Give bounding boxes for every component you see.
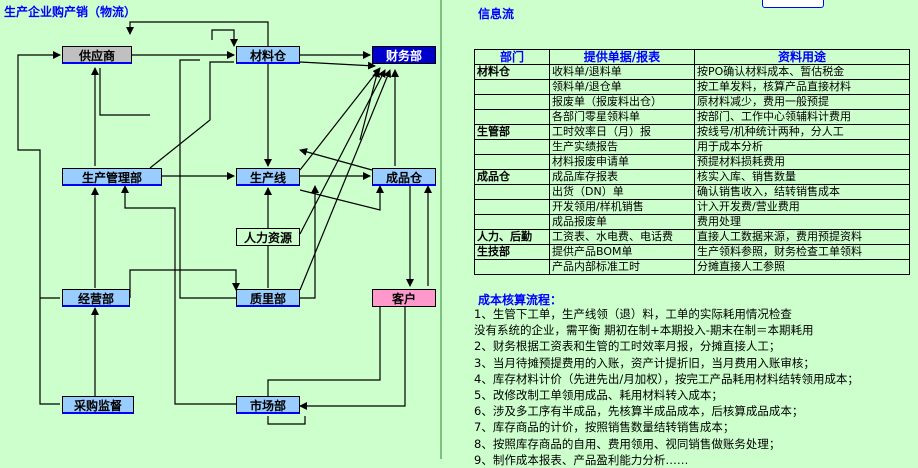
table-cell-usage: 确认销售收入，结转销售成本 — [694, 184, 910, 200]
table-cell-dept: 材料仓 — [474, 64, 550, 80]
table-cell-dept — [474, 79, 550, 95]
table-row: 生技部提供产品BOM单生产领料参照，财务检查工单领料 — [474, 244, 910, 260]
table-cell-dept — [474, 214, 550, 230]
table-cell-usage: 预提材料损耗费用 — [694, 154, 910, 170]
table-row: 各部门零星领料单按部门、工作中心领辅料计费用 — [474, 109, 910, 125]
table-cell-usage: 按PO确认材料成本、暂估税金 — [694, 64, 910, 80]
table-row: 成品仓成品库存报表核实入库、销售数量 — [474, 169, 910, 185]
cost-item: 没有系统的企业，需平衡 期初在制+本期投入-期末在制＝本期耗用 — [474, 323, 814, 338]
table-row: 产品内部标准工时分摊直接人工参照 — [474, 259, 910, 275]
table-cell-doc: 材料报废申请单 — [549, 154, 695, 170]
top-badge — [762, 0, 824, 8]
node-purchasing[interactable]: 采购监督 — [62, 396, 134, 414]
node-hr[interactable]: 人力资源 — [236, 228, 300, 246]
node-production-line[interactable]: 生产线 — [236, 168, 300, 186]
flow-arrows — [17, 21, 432, 425]
table-cell-doc: 报废单（报废料出仓） — [549, 94, 695, 110]
node-market[interactable]: 市场部 — [236, 396, 300, 414]
node-customer[interactable]: 客户 — [372, 289, 436, 307]
logistics-title: 生产企业购产销（物流） — [4, 5, 137, 19]
table-row: 材料报废申请单预提材料损耗费用 — [474, 154, 910, 170]
table-cell-dept — [474, 184, 550, 200]
header-dept: 部门 — [474, 49, 550, 65]
node-quality[interactable]: 质里部 — [236, 289, 300, 307]
header-usage: 资料用途 — [694, 49, 910, 65]
header-doc: 提供单据/报表 — [549, 49, 695, 65]
cost-list: 1、生管下工单，生产线领（退）料，工单的实际耗用情况检查没有系统的企业，需平衡 … — [474, 306, 859, 468]
table-cell-dept: 人力、后勤 — [474, 229, 550, 245]
table-cell-doc: 工资表、水电费、电话费 — [549, 229, 695, 245]
table-cell-doc: 开发领用/样机销售 — [549, 199, 695, 215]
table-cell-dept — [474, 109, 550, 125]
info-title: 信息流 — [478, 7, 515, 21]
table-cell-usage: 生产领料参照，财务检查工单领料 — [694, 244, 910, 260]
cost-item: 7、库存商品的计价，按照销售数量结转销售成本； — [474, 420, 735, 435]
cost-item: 6、涉及多工序有半成品，先核算半成品成本，后核算成品成本； — [474, 404, 804, 419]
table-cell-dept — [474, 259, 550, 275]
table-cell-doc: 领料单/退仓单 — [549, 79, 695, 95]
cost-item: 5、改修改制工单领用成品、耗用材料转入成本； — [474, 388, 723, 403]
table-cell-doc: 工时效率日（月）报 — [549, 124, 695, 140]
table-row: 材料仓收料单/退料单按PO确认材料成本、暂估税金 — [474, 64, 910, 80]
table-cell-dept: 成品仓 — [474, 169, 550, 185]
table-cell-dept — [474, 139, 550, 155]
info-panel: 信息流 部门 提供单据/报表 资料用途 材料仓收料单/退料单按PO确认材料成本、… — [442, 0, 918, 467]
node-finished-warehouse[interactable]: 成品仓 — [372, 168, 436, 186]
node-supplier[interactable]: 供应商 — [62, 46, 132, 64]
table-cell-usage: 按线号/机种统计两种，分人工 — [694, 124, 910, 140]
table-row: 出货（DN）单确认销售收入，结转销售成本 — [474, 184, 910, 200]
table-row: 领料单/退仓单按工单发料，核算产品直接材料 — [474, 79, 910, 95]
table-cell-doc: 收料单/退料单 — [549, 64, 695, 80]
table-cell-usage: 用于成本分析 — [694, 139, 910, 155]
table-cell-doc: 各部门零星领料单 — [549, 109, 695, 125]
table-row: 生管部工时效率日（月）报按线号/机种统计两种，分人工 — [474, 124, 910, 140]
table-cell-doc: 产品内部标准工时 — [549, 259, 695, 275]
node-management[interactable]: 经营部 — [62, 289, 130, 307]
table-cell-usage: 原材料减少，费用一般预提 — [694, 94, 910, 110]
table-cell-usage: 核实入库、销售数量 — [694, 169, 910, 185]
cost-item: 1、生管下工单，生产线领（退）料，工单的实际耗用情况检查 — [474, 307, 792, 321]
node-production-mgmt[interactable]: 生产管理部 — [62, 168, 162, 186]
table-cell-usage: 分摊直接人工参照 — [694, 259, 910, 275]
table-cell-dept — [474, 154, 550, 170]
table-row: 生产实绩报告用于成本分析 — [474, 139, 910, 155]
table-cell-doc: 出货（DN）单 — [549, 184, 695, 200]
table-row: 报废单（报废料出仓）原材料减少，费用一般预提 — [474, 94, 910, 110]
table-row: 成品报废单费用处理 — [474, 214, 910, 230]
cost-item: 9、制作成本报表、产品盈利能力分析…… — [474, 452, 689, 467]
table-cell-dept — [474, 94, 550, 110]
table-cell-doc: 成品库存报表 — [549, 169, 695, 185]
table-cell-doc: 生产实绩报告 — [549, 139, 695, 155]
table-row: 人力、后勤工资表、水电费、电话费直接人工数据来源，费用预提资料 — [474, 229, 910, 245]
table-row: 开发领用/样机销售计入开发费/营业费用 — [474, 199, 910, 215]
table-cell-dept: 生技部 — [474, 244, 550, 260]
table-cell-dept: 生管部 — [474, 124, 550, 140]
cost-item: 3、当月待摊预提费用的入账，资产计提折旧，当月费用入账审核； — [474, 355, 815, 370]
table-cell-usage: 计入开发费/营业费用 — [694, 199, 910, 215]
logistics-panel: 生产企业购产销（物流） — [0, 0, 440, 459]
table-cell-usage: 费用处理 — [694, 214, 910, 230]
table-header-row: 部门 提供单据/报表 资料用途 — [474, 49, 910, 65]
cost-item: 2、财务根据工资表和生管的工时效率月报，分摊直接人工； — [474, 339, 781, 354]
table-cell-dept — [474, 199, 550, 215]
table-cell-doc: 成品报废单 — [549, 214, 695, 230]
node-material-warehouse[interactable]: 材料仓 — [236, 46, 300, 64]
table-cell-doc: 提供产品BOM单 — [549, 244, 695, 260]
table-cell-usage: 按部门、工作中心领辅料计费用 — [694, 109, 910, 125]
info-table: 部门 提供单据/报表 资料用途 材料仓收料单/退料单按PO确认材料成本、暂估税金… — [474, 49, 910, 275]
panel-divider — [440, 0, 442, 459]
cost-item: 4、库存材料计价（先进先出/月加权），按完工产品耗用材料结转领用成本； — [474, 371, 859, 386]
node-finance[interactable]: 财务部 — [372, 46, 436, 64]
table-cell-usage: 按工单发料，核算产品直接材料 — [694, 79, 910, 95]
cost-item: 8、按照库存商品的自用、费用领用、视同销售做账务处理； — [474, 436, 781, 451]
cost-title: 成本核算流程： — [478, 293, 563, 307]
table-cell-usage: 直接人工数据来源，费用预提资料 — [694, 229, 910, 245]
